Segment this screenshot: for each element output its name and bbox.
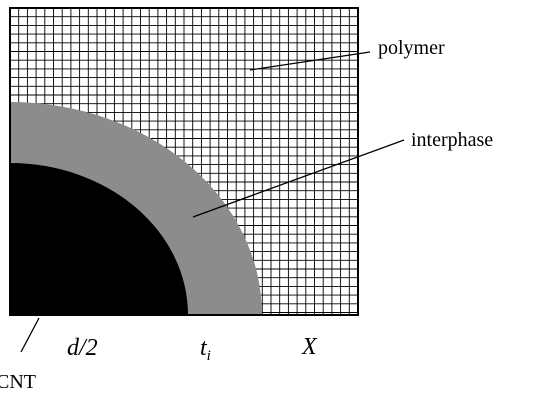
interphase-thickness-subscript: i — [207, 348, 211, 364]
polymer-leader-line — [249, 51, 371, 71]
cnt-leader-line — [20, 317, 40, 353]
interphase-leader-line — [192, 139, 405, 218]
polymer-label: polymer — [378, 37, 445, 59]
interphase-thickness-base: t — [200, 335, 208, 361]
unit-cell-frame — [9, 7, 359, 316]
interphase-thickness-label: ti — [200, 335, 211, 364]
interphase-label: interphase — [411, 129, 493, 151]
cnt-label: CNT — [0, 371, 36, 393]
d-half-label: d/2 — [67, 335, 98, 361]
cnt-core — [10, 163, 188, 315]
x-label: X — [301, 334, 318, 360]
